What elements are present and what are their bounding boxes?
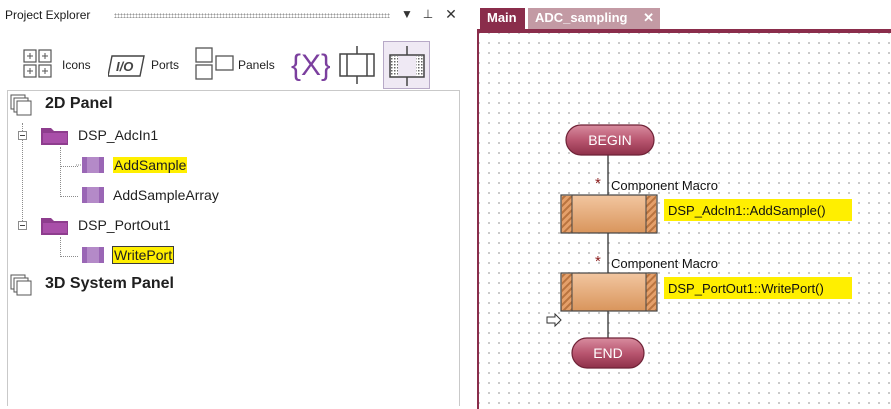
panel-stack-icon [10,94,32,116]
tree-label: DSP_PortOut1 [78,217,171,233]
ports-label: Ports [151,58,180,72]
panels-icon [195,47,234,80]
close-icon[interactable]: ✕ [445,6,457,22]
variables-view-button[interactable]: {X} [290,40,332,88]
collapse-icon[interactable] [18,131,27,140]
component-macro-icon [76,157,104,173]
flowchart-canvas[interactable]: BEGIN * Component Macro DSP_AdcIn1::AddS… [477,33,891,409]
explorer-titlebar: Project Explorer ▼ ⊥ ✕ [0,0,467,30]
tree-label: DSP_AdcIn1 [78,127,159,143]
tree-item-dsp-adcin1[interactable]: DSP_AdcIn1 [18,124,318,148]
macro-block-icon [339,46,375,84]
variable-braces-icon: {X} [291,49,330,82]
tree-connector [60,237,61,257]
svg-text:{X}: {X} [291,49,330,82]
panel-stack-icon [10,274,32,296]
breakpoint-star-icon: * [595,175,601,192]
drag-grip[interactable] [114,13,390,18]
end-label: END [593,345,623,361]
macro-type-label: Component Macro [611,178,718,193]
folder-icon [41,218,68,235]
begin-terminator[interactable]: BEGIN [565,124,655,156]
folder-icon [41,128,68,145]
tab-main[interactable]: Main [480,8,525,30]
flowchart-editor: Main ADC_sampling ✕ [477,0,891,409]
project-tree: 2D Panel DSP_AdcIn1 AddSample [7,90,460,406]
tab-strip: Main ADC_sampling ✕ [477,0,891,30]
tree-item-dsp-portout1[interactable]: DSP_PortOut1 [18,214,318,238]
explorer-toolbar: Icons I/O Ports Panels [0,40,467,90]
dropdown-arrow-icon[interactable]: ▼ [401,7,413,21]
collapse-icon[interactable] [18,221,27,230]
macros-view-button[interactable] [338,40,380,88]
component-macro-block-2[interactable]: * Component Macro DSP_PortOut1::WritePor… [560,253,852,312]
project-explorer-panel: Project Explorer ▼ ⊥ ✕ Icons [0,0,467,406]
icons-view-button[interactable]: Icons [22,40,102,88]
flowchart-diagram: BEGIN * Component Macro DSP_AdcIn1::AddS… [546,124,852,369]
tree-item-addsamplearray[interactable]: AddSampleArray [68,184,368,208]
ports-view-button[interactable]: I/O Ports [108,40,188,88]
component-macro-block-1[interactable]: * Component Macro DSP_AdcIn1::AddSample(… [560,175,852,234]
explorer-title: Project Explorer [5,8,91,22]
tab-adc-sampling[interactable]: ADC_sampling ✕ [528,8,660,30]
component-macro-icon [389,46,425,86]
svg-text:I/O: I/O [116,59,133,74]
tab-label: ADC_sampling [535,10,628,25]
tree-connector [22,123,23,223]
tree-connector [60,196,78,197]
tree-connector [60,256,78,257]
pin-icon[interactable]: ⊥ [422,7,434,21]
breakpoint-star-icon: * [595,253,601,270]
macro-call-label: DSP_PortOut1::WritePort() [668,281,824,296]
component-macro-icon [82,247,104,263]
tab-underline [477,29,891,33]
insertion-arrow-icon [546,312,562,328]
panels-view-button[interactable]: Panels [195,40,285,88]
tree-item-writeport[interactable]: WritePort [68,244,368,268]
tree-label: AddSampleArray [113,187,219,203]
component-macros-view-button[interactable] [383,41,430,89]
tree-item-addsample[interactable]: AddSample [68,154,368,178]
icons-label: Icons [62,58,91,72]
end-terminator[interactable]: END [571,337,645,369]
icons-grid-icon [23,49,52,78]
tab-label: Main [487,10,517,25]
close-tab-icon[interactable]: ✕ [643,10,654,25]
tree-label: 3D System Panel [45,275,174,292]
tree-connector [60,166,78,167]
tree-label: WritePort [111,246,175,264]
panels-label: Panels [238,58,275,72]
tree-label: AddSample [113,157,188,173]
begin-label: BEGIN [588,132,632,148]
macro-call-label: DSP_AdcIn1::AddSample() [668,203,826,218]
tree-item-3d-system-panel[interactable]: 3D System Panel [10,274,310,298]
tree-label: 2D Panel [45,95,113,112]
tree-connector [60,147,61,197]
macro-type-label: Component Macro [611,256,718,271]
component-macro-icon [82,187,104,203]
io-port-icon: I/O [108,55,145,77]
tree-item-2d-panel[interactable]: 2D Panel [10,94,310,118]
